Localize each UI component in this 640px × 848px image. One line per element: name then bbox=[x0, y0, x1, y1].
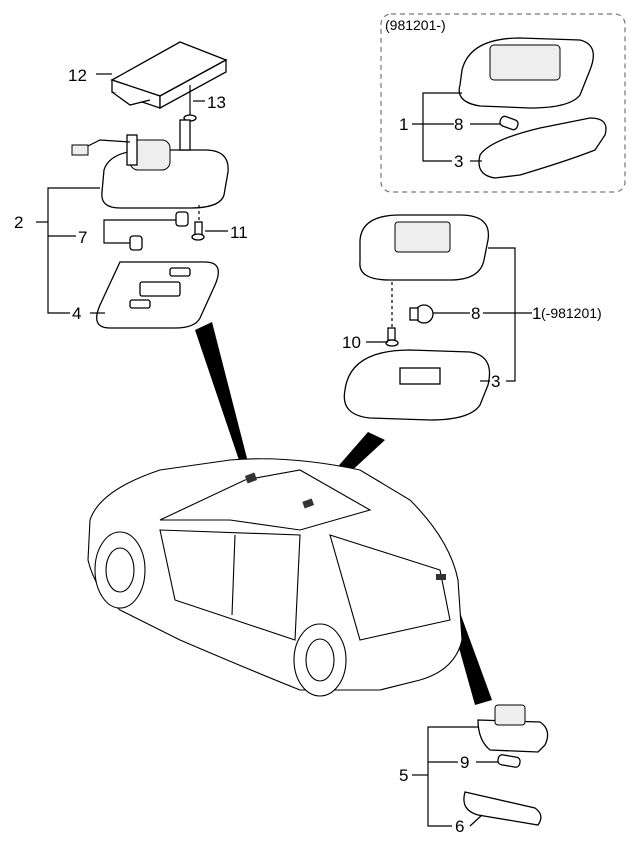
part-bulb-9[interactable] bbox=[497, 754, 521, 768]
part-bulb-8-old[interactable] bbox=[409, 304, 434, 324]
part-lamp-housing-1-old[interactable] bbox=[359, 214, 490, 281]
part-lens-3-new[interactable] bbox=[478, 117, 607, 179]
label-7: 7 bbox=[78, 228, 87, 247]
label-1-old: 1 bbox=[532, 304, 541, 323]
part-lamp-housing-2[interactable] bbox=[71, 119, 229, 209]
label-12: 12 bbox=[68, 66, 87, 85]
label-1-new: 1 bbox=[399, 115, 408, 134]
part-screw-10[interactable] bbox=[385, 282, 399, 347]
label-1-old-suffix: (-981201) bbox=[541, 305, 602, 321]
label-variant-new: (981201-) bbox=[385, 17, 446, 33]
pointer-wedge-lamp-2 bbox=[195, 322, 250, 472]
label-3-new: 3 bbox=[454, 152, 463, 171]
label-5: 5 bbox=[399, 766, 408, 785]
label-10: 10 bbox=[342, 333, 361, 352]
part-bulb-8-new[interactable] bbox=[499, 115, 519, 131]
part-screw-11[interactable] bbox=[191, 205, 205, 241]
leader-lines bbox=[36, 73, 532, 827]
part-lens-4[interactable] bbox=[96, 261, 219, 329]
part-bulb-7[interactable] bbox=[129, 211, 189, 251]
part-lamp-housing-5[interactable] bbox=[477, 704, 549, 753]
part-lamp-housing-1-new[interactable] bbox=[458, 37, 594, 109]
label-9: 9 bbox=[460, 753, 469, 772]
label-8-new: 8 bbox=[454, 115, 463, 134]
label-11: 11 bbox=[230, 223, 248, 242]
part-lens-6[interactable] bbox=[463, 791, 542, 826]
label-4: 4 bbox=[72, 304, 81, 323]
variant-box bbox=[380, 13, 626, 193]
part-lens-3-old[interactable] bbox=[343, 349, 491, 421]
label-13: 13 bbox=[207, 93, 226, 112]
label-2: 2 bbox=[14, 213, 23, 232]
label-6: 6 bbox=[455, 817, 464, 836]
label-8-old: 8 bbox=[471, 304, 480, 323]
label-3-old: 3 bbox=[491, 372, 500, 391]
car-illustration bbox=[87, 458, 463, 697]
part-bracket-12[interactable] bbox=[110, 41, 228, 110]
